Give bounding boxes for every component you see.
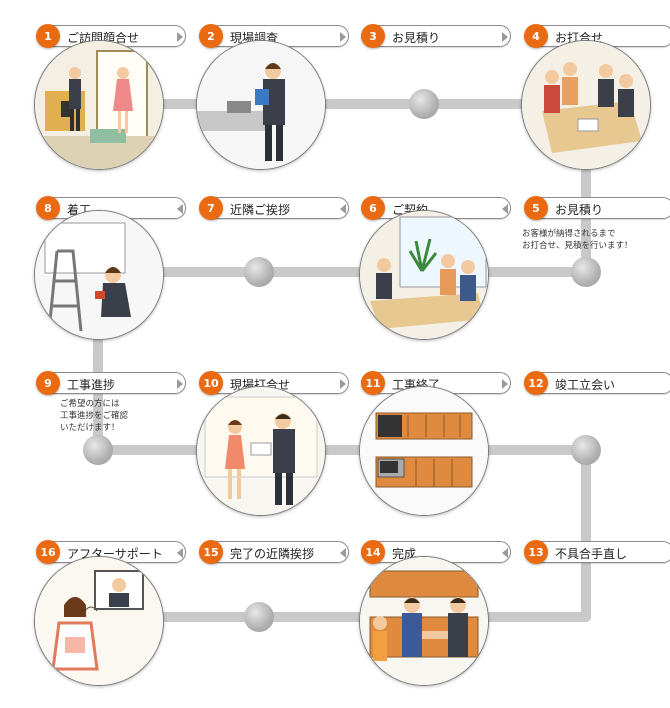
flow-knob — [244, 257, 274, 287]
step-label: 工事進捗 — [67, 378, 116, 392]
illustration-construction-start — [34, 210, 164, 340]
flow-knob — [244, 602, 274, 632]
illustration-site-survey — [196, 40, 326, 170]
step-number-badge: 1 — [36, 24, 60, 48]
step-number-badge: 8 — [36, 196, 60, 220]
illustration-visit — [34, 40, 164, 170]
step-number-badge: 13 — [524, 540, 548, 564]
arrow-left-icon — [174, 547, 186, 559]
step-label: 竣工立会い — [555, 378, 616, 392]
step-number-badge: 15 — [199, 540, 223, 564]
step-number-badge: 4 — [524, 24, 548, 48]
illustration-after-support — [34, 556, 164, 686]
step-number-badge: 6 — [361, 196, 385, 220]
illustration-meeting — [521, 40, 651, 170]
step-11: 11 工事終了 — [361, 371, 511, 395]
flow-knob — [83, 435, 113, 465]
step-13: 13 不具合手直し — [524, 540, 670, 564]
step-number-badge: 16 — [36, 540, 60, 564]
step-9: 9 工事進捗 — [36, 371, 186, 395]
step-label: お見積り — [392, 31, 441, 45]
step-number-badge: 7 — [199, 196, 223, 220]
progress-note: ご希望の方には 工事進捗をご確認 いただけます！ — [60, 399, 129, 433]
step-7: 7 近隣ご挨拶 — [199, 196, 349, 220]
estimate-note: お客様が納得されるまで お打合せ、見積を行います！ — [522, 229, 633, 251]
arrow-left-icon — [174, 203, 186, 215]
arrow-right-icon — [337, 378, 349, 390]
step-number-badge: 5 — [524, 196, 548, 220]
step-number-badge: 2 — [199, 24, 223, 48]
step-label: 近隣ご挨拶 — [230, 203, 291, 217]
flow-knob — [571, 435, 601, 465]
arrow-left-icon — [337, 547, 349, 559]
arrow-left-icon — [337, 203, 349, 215]
arrow-right-icon — [174, 378, 186, 390]
illustration-work-finished — [359, 386, 489, 516]
step-number-badge: 10 — [199, 371, 223, 395]
step-label: お見積り — [555, 203, 604, 217]
step-number-badge: 12 — [524, 371, 548, 395]
step-label: 完了の近隣挨拶 — [230, 547, 315, 561]
step-number-badge: 11 — [361, 371, 385, 395]
arrow-left-icon — [499, 547, 511, 559]
illustration-site-meeting — [196, 386, 326, 516]
step-15: 15 完了の近隣挨拶 — [199, 540, 349, 564]
step-number-badge: 9 — [36, 371, 60, 395]
step-12: 12 竣工立会い — [524, 371, 670, 395]
arrow-right-icon — [499, 31, 511, 43]
step-label: 不具合手直し — [555, 547, 628, 561]
arrow-right-icon — [174, 31, 186, 43]
illustration-completion — [359, 556, 489, 686]
flow-knob — [571, 257, 601, 287]
step-5: 5 お見積り — [524, 196, 670, 220]
arrow-right-icon — [337, 31, 349, 43]
step-3: 3 お見積り — [361, 24, 511, 48]
step-1: 1 ご訪問顔合せ — [36, 24, 186, 48]
step-number-badge: 14 — [361, 540, 385, 564]
step-number-badge: 3 — [361, 24, 385, 48]
illustration-contract — [359, 210, 489, 340]
arrow-left-icon — [499, 203, 511, 215]
flow-knob — [409, 89, 439, 119]
arrow-right-icon — [499, 378, 511, 390]
